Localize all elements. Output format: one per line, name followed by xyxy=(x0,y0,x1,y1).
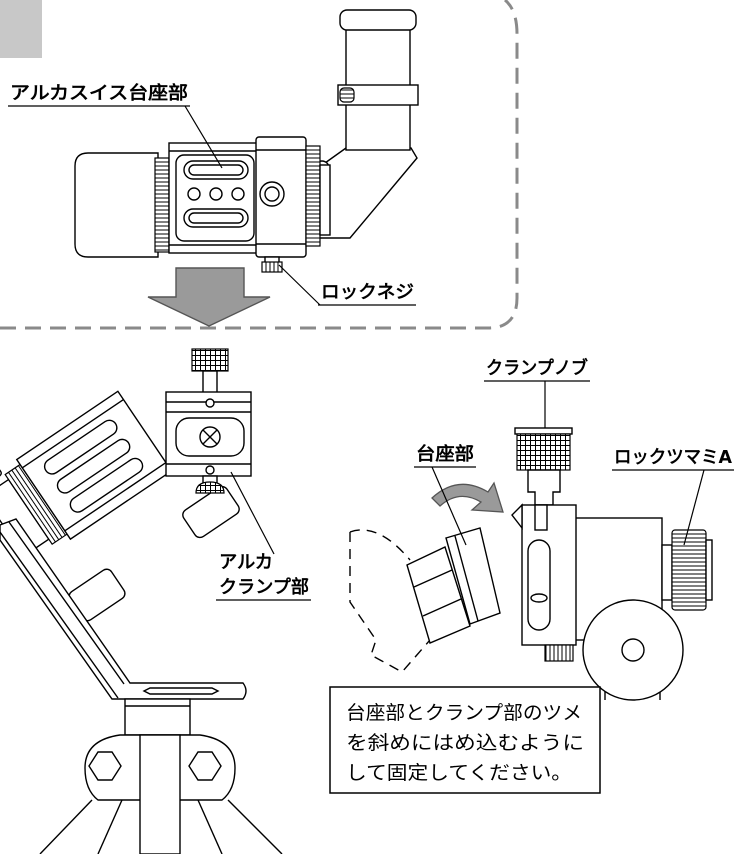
scope-outline-dashed xyxy=(349,529,431,673)
label-arca-clamp-line2: クランプ部 xyxy=(219,576,309,598)
clamp-jaw-slot xyxy=(527,539,551,631)
side-bottom-knob xyxy=(544,644,574,662)
l-bracket-edge xyxy=(8,521,125,685)
clamp-side-view xyxy=(349,427,713,701)
collar-screw-inner xyxy=(264,186,280,202)
instruction-frame xyxy=(329,686,601,794)
band-knob xyxy=(339,87,355,103)
tilted-small-knob xyxy=(0,462,2,483)
clamp-jaw-hole xyxy=(530,593,548,603)
arca-clamp-assembly xyxy=(165,348,252,494)
tripod-head-block xyxy=(124,698,191,736)
clamp-knob-cap xyxy=(514,427,573,435)
label-arca-clamp-line1: アルカ xyxy=(219,552,273,573)
plate-slot-top-inner xyxy=(188,164,244,176)
tilted-slot xyxy=(56,438,131,494)
instruction-line-2: を斜めにはめ込むように xyxy=(346,732,584,754)
tripod-column xyxy=(139,734,181,854)
eyepiece-cup xyxy=(339,9,417,31)
knurled-ring-left xyxy=(154,157,170,253)
leader-arca-swiss-base xyxy=(184,105,223,169)
clamp-jaw-notch xyxy=(534,504,548,531)
l-bracket-edge xyxy=(0,531,119,699)
lock-knob-a-stem xyxy=(661,544,673,601)
finder-scope xyxy=(74,9,419,273)
instruction-line-1: 台座部とクランプ部のツメ xyxy=(346,702,582,724)
leader-lock-screw xyxy=(278,264,321,306)
curved-arrow-icon xyxy=(431,481,504,513)
tripod-hex-bolt-right xyxy=(188,751,222,781)
label-base: 台座部 xyxy=(416,443,474,465)
lock-knob-a-cap xyxy=(705,539,713,601)
mounted-scope xyxy=(0,348,283,854)
clamp-top-stem xyxy=(202,370,218,394)
tripod-leg-left-inner xyxy=(97,799,123,854)
l-bracket-slot xyxy=(142,687,220,695)
tripod-hex-bolt-left xyxy=(88,751,122,781)
tilted-body-line xyxy=(64,462,167,532)
tilted-body-line xyxy=(21,399,124,469)
plate-hole xyxy=(187,187,201,201)
clamp-knob-knurl xyxy=(516,433,571,471)
base-piece-edge xyxy=(454,535,479,622)
leader-base xyxy=(431,466,467,546)
tripod-leg-right-outer xyxy=(227,799,283,854)
tilted-slot xyxy=(43,419,118,475)
instruction-box: 台座部とクランプ部のツメ を斜めにはめ込むように して固定してください。 xyxy=(329,686,601,794)
knurled-ring-right xyxy=(305,145,321,247)
label-lock-knob-a: ロックツマミA xyxy=(614,447,732,468)
pan-disc-inner xyxy=(621,638,645,662)
clamp-top-knob xyxy=(191,348,229,372)
label-clamp-knob: クランプノブ xyxy=(486,357,588,379)
clamp-jaw-tip xyxy=(511,503,523,531)
objective-cap xyxy=(74,152,159,258)
eyepiece-knob-upper xyxy=(182,485,240,539)
dashed-frame xyxy=(0,0,519,330)
tube-stripe xyxy=(413,569,453,588)
leader-lock-knob-a xyxy=(683,469,705,546)
lock-screw-head xyxy=(261,261,283,273)
clamp-pin xyxy=(205,465,215,475)
tube-stripe xyxy=(422,598,462,617)
lock-knob-a-knurl xyxy=(671,529,707,611)
plate-hole xyxy=(231,187,245,201)
corner-badge xyxy=(0,0,42,58)
arca-swiss-plate xyxy=(175,154,255,242)
down-arrow-icon xyxy=(147,267,271,327)
plate-hole xyxy=(209,187,223,201)
clamp-knob-stem xyxy=(527,469,561,506)
tripod-leg-right-inner xyxy=(197,799,223,854)
clamp-screw-cross xyxy=(202,429,218,445)
scope-tube-section xyxy=(406,546,471,644)
l-bracket xyxy=(0,518,247,700)
tripod-leg-left-outer xyxy=(39,799,93,854)
clamp-pin xyxy=(205,398,215,408)
body-neck xyxy=(319,164,331,236)
clamp-bottom-knob xyxy=(195,481,225,494)
label-lock-screw: ロックネジ xyxy=(321,282,414,303)
tilted-slot xyxy=(69,457,144,513)
eyepiece-band xyxy=(337,84,419,106)
tripod xyxy=(39,698,283,854)
tilted-scope-body xyxy=(0,390,173,557)
instruction-line-3: して固定してください。 xyxy=(346,762,572,784)
leader-arca-clamp xyxy=(230,471,275,555)
diagonal-prism-housing xyxy=(317,147,418,239)
plate-slot-bottom-inner xyxy=(188,212,244,224)
label-arca-swiss-base: アルカスイス台座部 xyxy=(10,82,188,104)
